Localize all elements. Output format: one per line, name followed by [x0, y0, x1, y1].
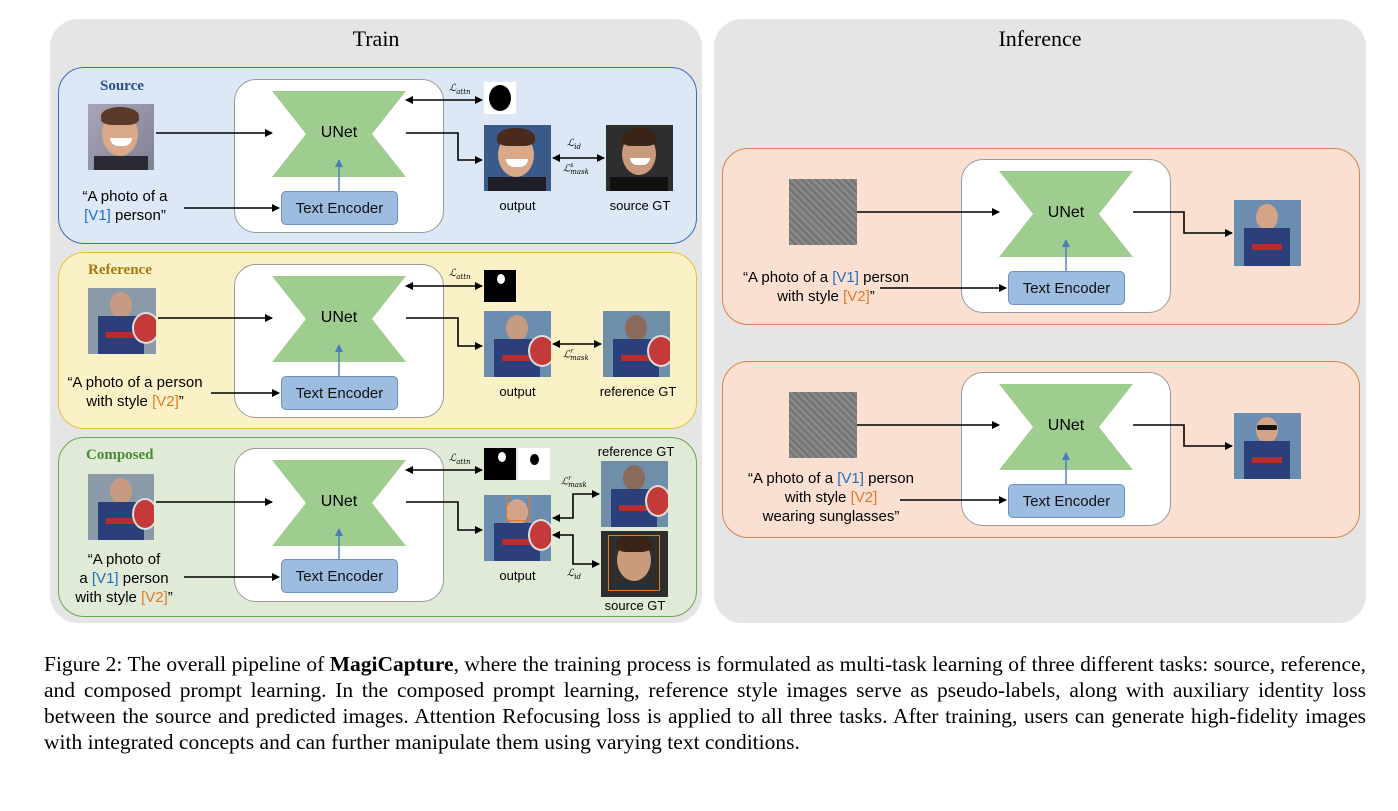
text-encoder-composed: Text Encoder [281, 559, 398, 593]
loss-attn-composed: ℒattn [449, 453, 471, 466]
unet-shape-inference-2 [999, 384, 1133, 470]
noise-image-inference-2 [789, 392, 857, 458]
unet-label-inference-2: UNet [1047, 417, 1085, 434]
text-encoder-inference-2: Text Encoder [1008, 484, 1125, 518]
composed-source-gt-label: source GT [604, 598, 666, 613]
inference-prompt-1-line2b: ” [869, 288, 875, 305]
v1-token: [V1] [837, 470, 864, 487]
reference-prompt-line2b: ” [178, 393, 184, 410]
attention-mask-reference [484, 270, 516, 302]
attention-mask-source [484, 82, 516, 114]
inference-prompt-1: “A photo of a [V1] person with style [V2… [728, 268, 924, 306]
inference-prompt-1-line1a: “A photo of a [743, 269, 833, 286]
composed-source-gt-image [601, 531, 668, 597]
composed-reference-gt-label: reference GT [597, 444, 675, 459]
source-gt-label: source GT [609, 198, 671, 213]
reference-prompt: “A photo of a person with style [V2]” [60, 373, 210, 411]
source-prompt: “A photo of a [V1] person” [70, 187, 180, 225]
v2-token: [V2] [843, 288, 870, 305]
loss-attn-reference: ℒattn [449, 268, 471, 281]
composed-prompt-line2b: person [118, 570, 169, 587]
v2-token: [V2] [850, 489, 878, 506]
composed-prompt-line2a: a [79, 570, 92, 587]
source-output-label: output [499, 198, 536, 213]
unet-shape-reference [272, 276, 406, 362]
text-encoder-inference-1: Text Encoder [1008, 271, 1125, 305]
composed-prompt-line1: “A photo of [87, 551, 161, 568]
inference-output-image-2 [1234, 413, 1301, 479]
v1-token: [V1] [84, 207, 111, 224]
composed-output-image [484, 495, 551, 561]
loss-attn-source: ℒattn [449, 83, 471, 96]
composed-prompt-line3a: with style [75, 589, 142, 606]
caption-prefix: Figure 2: The overall pipeline of [44, 652, 330, 676]
reference-gt-label: reference GT [599, 384, 677, 399]
reference-prompt-line1: “A photo of a person [67, 374, 203, 391]
unet-shape-composed [272, 460, 406, 546]
inference-prompt-2-line3: wearing sunglasses” [762, 508, 900, 525]
reference-output-label: output [499, 384, 536, 399]
reference-input-image [88, 288, 156, 354]
loss-id-source: ℒid [567, 138, 581, 151]
source-input-image [88, 104, 154, 170]
inference-title: Inference [998, 26, 1082, 51]
reference-output-image [484, 311, 551, 377]
reference-gt-image [603, 311, 670, 377]
composed-reference-gt-image [601, 461, 668, 527]
inference-prompt-2-line2a: with style [784, 489, 851, 506]
composed-prompt: “A photo of a [V1] person with style [V2… [64, 550, 184, 607]
text-encoder-source: Text Encoder [281, 191, 398, 225]
reference-label: Reference [88, 262, 152, 278]
inference-prompt-2-line1a: “A photo of a [748, 470, 838, 487]
unet-label-reference: UNet [320, 309, 358, 326]
loss-mask-r-reference: ℒrmask [563, 348, 589, 363]
inference-prompt-2-line1b: person [863, 470, 914, 487]
source-prompt-line2: person” [110, 207, 166, 224]
train-title: Train [352, 26, 400, 51]
loss-mask-r-composed: ℒrmask [561, 475, 587, 490]
composed-output-label: output [499, 568, 536, 583]
unet-label-composed: UNet [320, 493, 358, 510]
unet-shape-inference-1 [999, 171, 1133, 257]
source-output-image [484, 125, 551, 191]
inference-output-image-1 [1234, 200, 1301, 266]
caption-rest: , where the training process is formulat… [44, 652, 1366, 754]
inference-prompt-1-line2a: with style [777, 288, 844, 305]
v1-token: [V1] [832, 269, 859, 286]
composed-input-image [88, 474, 154, 540]
reference-prompt-line2a: with style [86, 393, 153, 410]
unet-label-source: UNet [320, 124, 358, 141]
v2-token: [V2] [141, 589, 168, 606]
loss-mask-s-source: ℒsmask [563, 162, 589, 177]
unet-label-inference-1: UNet [1047, 204, 1085, 221]
figure-caption: Figure 2: The overall pipeline of MagiCa… [44, 651, 1366, 755]
composed-prompt-line3b: ” [167, 589, 173, 606]
inference-prompt-2: “A photo of a [V1] person with style [V2… [733, 469, 929, 526]
source-gt-image [606, 125, 673, 191]
caption-bold-name: MagiCapture [329, 652, 454, 676]
attention-mask-composed-2 [518, 448, 550, 480]
source-prompt-line1: “A photo of a [82, 188, 168, 205]
noise-image-inference-1 [789, 179, 857, 245]
source-label: Source [100, 78, 144, 94]
attention-mask-composed-1 [484, 448, 516, 480]
text-encoder-reference: Text Encoder [281, 376, 398, 410]
unet-shape-source [272, 91, 406, 177]
loss-id-composed: ℒid [567, 568, 581, 581]
v2-token: [V2] [152, 393, 179, 410]
inference-prompt-1-line1b: person [858, 269, 909, 286]
composed-label: Composed [86, 447, 154, 463]
v1-token: [V1] [91, 570, 119, 587]
